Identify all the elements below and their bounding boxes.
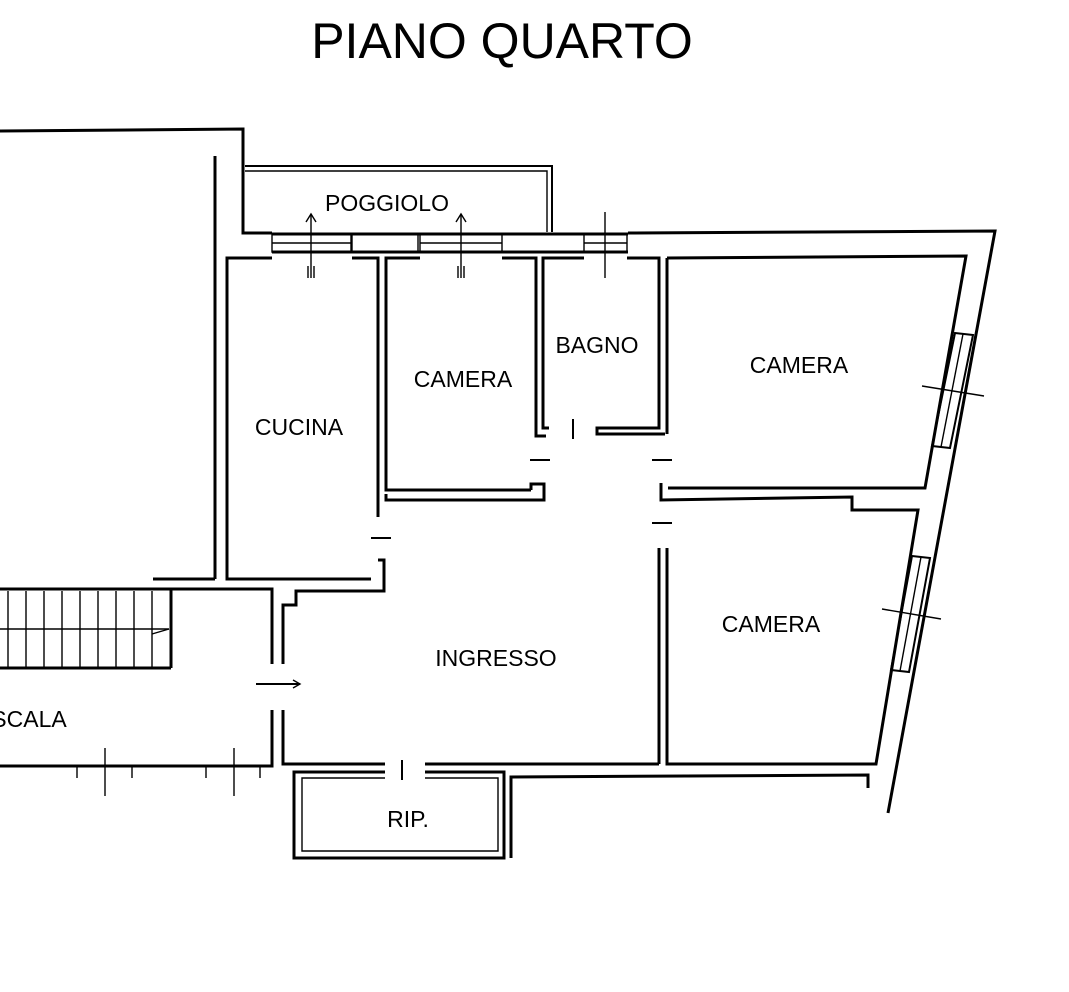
door-marks — [256, 419, 672, 780]
floor-title: PIANO QUARTO — [311, 13, 693, 69]
room-label-camera-2: CAMERA — [750, 352, 849, 378]
room-label-camera-3: CAMERA — [722, 611, 821, 637]
balcony — [245, 165, 553, 232]
room-label-scala: SCALA — [0, 706, 67, 732]
exterior-walls — [0, 127, 997, 814]
top-windows — [271, 233, 628, 253]
interior-walls — [0, 254, 968, 860]
section-ticks — [76, 748, 261, 796]
room-label-cucina: CUCINA — [255, 414, 344, 440]
room-label-ripostiglio: RIP. — [387, 806, 429, 832]
side-windows — [881, 331, 985, 674]
room-label-poggiolo: POGGIOLO — [325, 190, 449, 216]
room-label-ingresso: INGRESSO — [435, 645, 556, 671]
room-label-camera-1: CAMERA — [414, 366, 513, 392]
stairs — [0, 591, 170, 667]
exit-arrows — [305, 212, 606, 278]
room-label-bagno: BAGNO — [555, 332, 638, 358]
room-labels: POGGIOLO CUCINA CAMERA BAGNO CAMERA CAME… — [0, 190, 849, 832]
